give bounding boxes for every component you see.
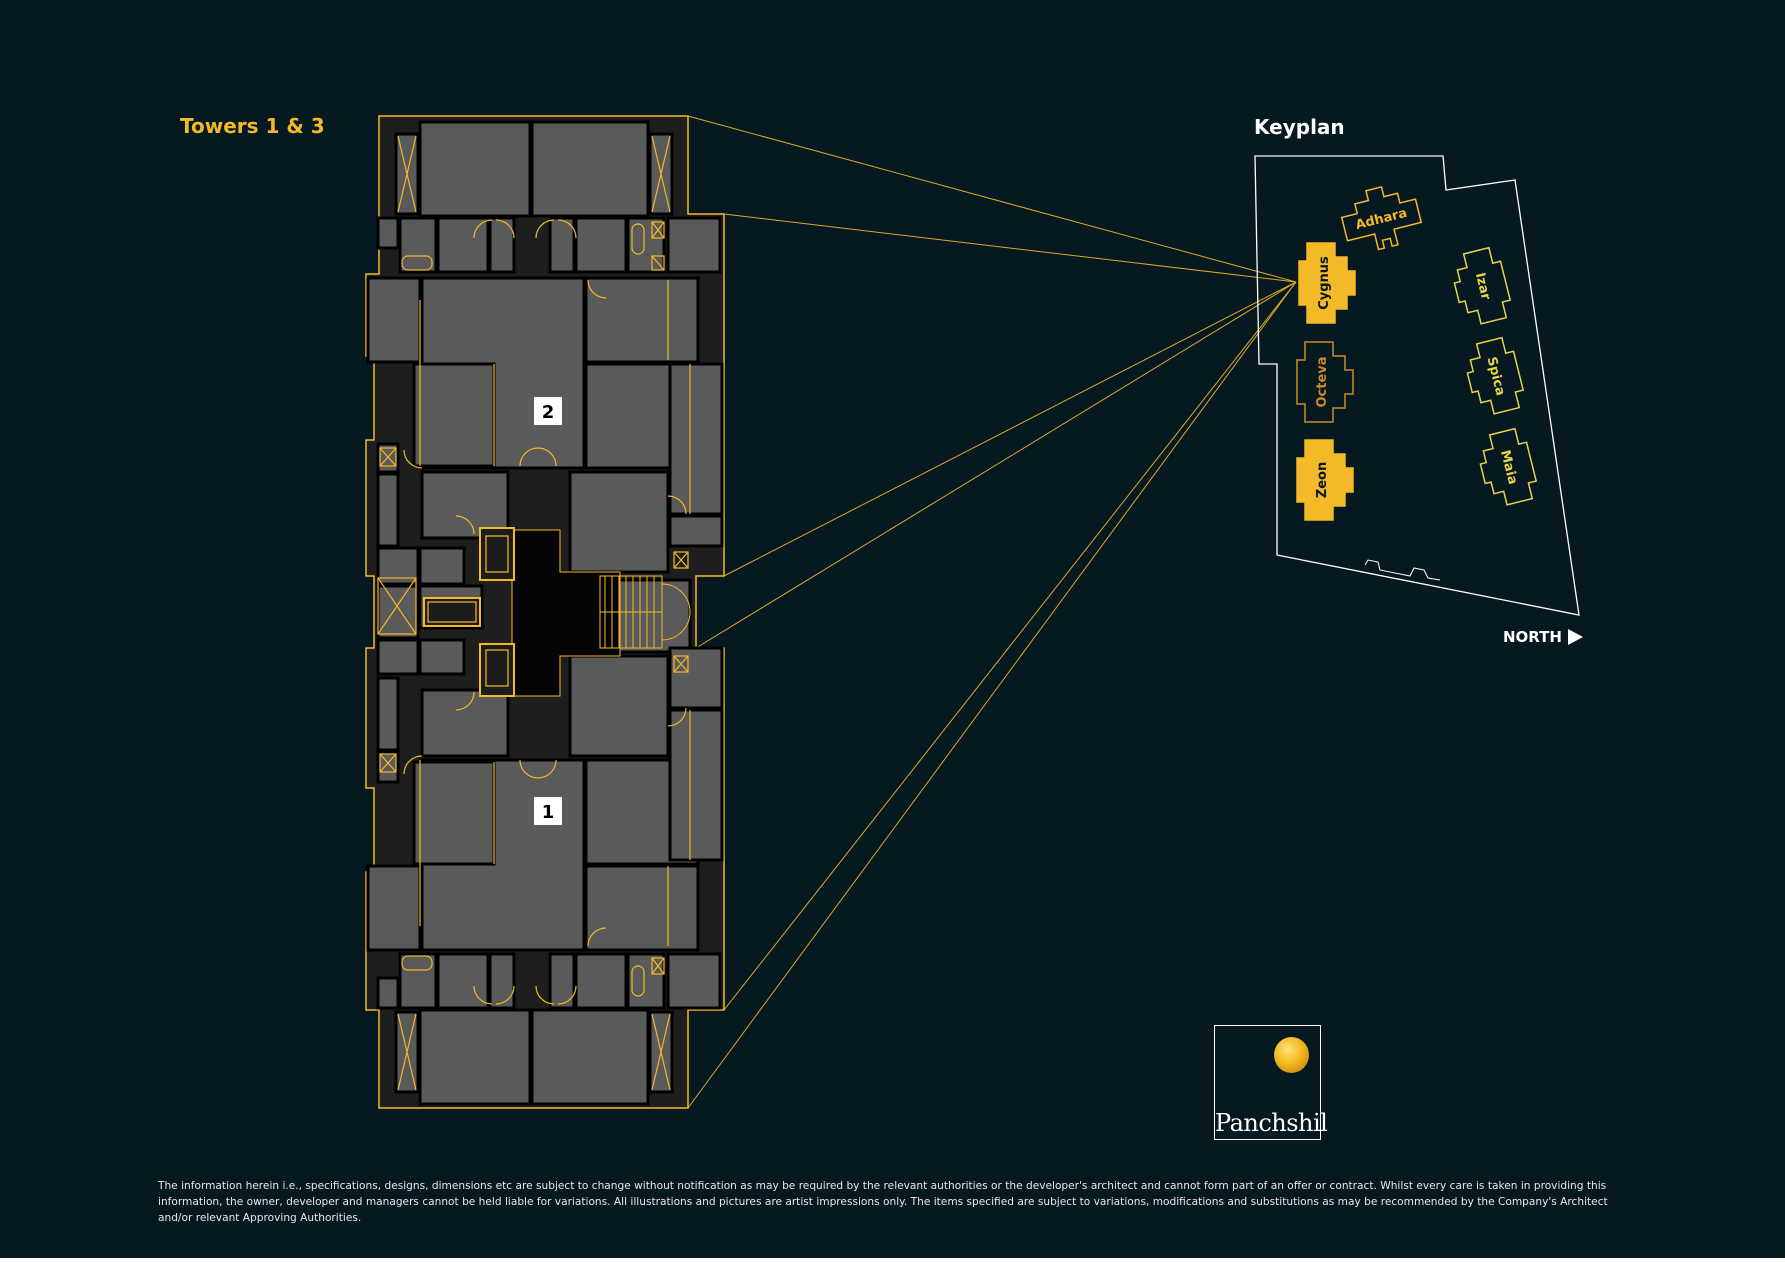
site-entrance (1364, 559, 1441, 581)
building-label-zeon: Zeon (1315, 462, 1330, 498)
rooms (366, 120, 724, 1106)
building-label-izar: Izar (1472, 271, 1493, 302)
north-indicator: NORTH (1503, 628, 1583, 646)
building-octeva: Octeva (1296, 341, 1354, 423)
fixture-details (377, 135, 691, 1091)
panchshil-logo: Panchshil (1214, 1025, 1328, 1140)
north-arrow-icon (1567, 629, 1583, 645)
building-izar: Izar (1453, 246, 1512, 325)
disclaimer-text: The information herein i.e., specificati… (158, 1180, 1608, 1224)
keyplan: Adhara Cygnus Izar Octeva Spica Zeon (1254, 155, 1580, 616)
building-label-adhara: Adhara (1354, 206, 1409, 233)
logo-orb-icon (1274, 1037, 1309, 1073)
keyplan-title: Keyplan (1254, 115, 1345, 139)
building-spica: Spica (1466, 336, 1525, 415)
logo-text: Panchshil (1215, 1109, 1328, 1137)
unit-label-2: 2 (542, 402, 555, 423)
lift-lower (479, 643, 515, 697)
unit-label-1: 1 (542, 802, 555, 823)
site-boundary (1254, 155, 1580, 616)
unit-2-badge (534, 397, 562, 425)
building-cygnus: Cygnus (1298, 242, 1356, 324)
building-maia: Maia (1479, 427, 1538, 506)
towers-title: Towers 1 & 3 (180, 114, 325, 138)
north-label: NORTH (1503, 628, 1562, 646)
building-label-octeva: Octeva (1315, 356, 1330, 407)
building-label-spica: Spica (1483, 355, 1507, 397)
building-label-maia: Maia (1497, 449, 1520, 487)
floor-plan: 2 1 (365, 115, 725, 1109)
building-zeon: Zeon (1296, 439, 1354, 521)
building-adhara: Adhara (1340, 186, 1423, 251)
building-label-cygnus: Cygnus (1317, 256, 1332, 310)
unit-1-badge (534, 797, 562, 825)
leader-lines (687, 115, 1297, 1109)
staircase (599, 575, 691, 649)
service-shaft (423, 597, 481, 627)
core-void (511, 529, 621, 697)
